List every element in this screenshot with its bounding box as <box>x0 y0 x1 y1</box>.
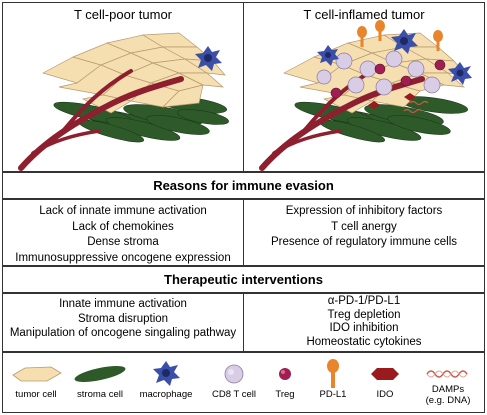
reasons-right-item: Presence of regulatory immune cells <box>271 236 457 248</box>
legend-damps-subtitle: (e.g. DNA) <box>425 395 471 406</box>
blood-vessel <box>18 69 184 171</box>
legend-pd-l1-label: PD-L1 <box>319 389 347 400</box>
pd-l1-icon <box>327 359 339 388</box>
reasons-right-item: Expression of inhibitory factors <box>285 205 443 217</box>
t-cell-poor-panel: T cell-poor tumor <box>2 2 244 172</box>
macrophage-icon <box>153 361 180 386</box>
legend-ido: IDO <box>359 353 411 414</box>
legend-cd8-t-cell: CD8 T cell <box>205 353 263 414</box>
therapy-right-item: α-PD-1/PD-L1 <box>327 295 401 307</box>
legend-pd-l1: PD-L1 <box>309 353 357 414</box>
tumor-cell-icon <box>12 366 62 382</box>
reasons-left-item: Dense stroma <box>87 236 159 248</box>
therapy-right-item: Homeostatic cytokines <box>306 335 422 348</box>
therapy-right-item: IDO inhibition <box>329 322 399 334</box>
therapy-left-item: Stroma disruption <box>77 312 169 325</box>
legend-macrophage: macrophage <box>135 353 197 414</box>
reasons-left-box: Lack of innate immune activation Lack of… <box>2 199 244 266</box>
treg-cells <box>330 59 446 99</box>
ido-icon <box>371 368 399 380</box>
reasons-right-box: Expression of inhibitory factors T cell … <box>243 199 485 266</box>
treg-icon <box>279 368 291 380</box>
pd-l1-markers <box>357 20 443 51</box>
reasons-left-item: Lack of chemokines <box>72 220 174 233</box>
therapy-right-box: α-PD-1/PD-L1 Treg depletion IDO inhibiti… <box>243 293 485 352</box>
macrophage-cell <box>195 46 222 71</box>
legend-tumor-cell-label: tumor cell <box>15 389 57 400</box>
legend-stroma-cell: stroma cell <box>69 353 131 414</box>
stroma-layer <box>53 96 229 143</box>
legend-stroma-cell-label: stroma cell <box>77 389 123 400</box>
legend-treg: Treg <box>265 353 305 414</box>
t-cell-poor-illustration <box>18 32 229 171</box>
reasons-left-item: Immunosuppressive oncogene expression <box>15 251 231 264</box>
therapy-left-box: Innate immune activation Stroma disrupti… <box>2 293 244 352</box>
therapy-left-item: Innate immune activation <box>59 298 187 310</box>
legend: tumor cell stroma cell macrophage CD8 T … <box>2 352 485 413</box>
legend-treg-label: Treg <box>275 389 295 400</box>
dna-icon <box>426 370 468 378</box>
legend-damps-label: DAMPs (e.g. DNA) <box>415 384 481 406</box>
ido-markers <box>368 93 416 109</box>
legend-damps-title: DAMPs <box>431 384 465 395</box>
reasons-left-item: Lack of innate immune activation <box>39 205 207 217</box>
damps-markers <box>403 100 429 114</box>
tumor-layer <box>42 32 226 114</box>
cd8-t-cells <box>316 50 441 96</box>
legend-ido-label: IDO <box>376 389 394 400</box>
t-cell-inflamed-illustration <box>259 20 472 171</box>
legend-tumor-cell: tumor cell <box>7 353 65 414</box>
t-cell-poor-title: T cell-poor tumor <box>73 7 172 22</box>
legend-macrophage-label: macrophage <box>139 389 193 400</box>
legend-cd8-t-cell-label: CD8 T cell <box>212 389 256 400</box>
therapy-right-item: Treg depletion <box>327 308 401 321</box>
t-cell-inflamed-title: T cell-inflamed tumor <box>303 7 425 22</box>
cd8-t-cell-icon <box>224 364 244 384</box>
reasons-header: Reasons for immune evasion <box>2 172 485 199</box>
therapy-left-item: Manipulation of oncogene singaling pathw… <box>9 327 237 339</box>
therapy-header: Therapeutic interventions <box>2 266 485 293</box>
macrophage-cells <box>317 29 472 85</box>
reasons-right-item: T cell anergy <box>331 220 397 233</box>
t-cell-inflamed-panel: T cell-inflamed tumor <box>243 2 485 172</box>
stroma-cell-icon <box>74 366 126 382</box>
legend-damps: DAMPs (e.g. DNA) <box>415 353 481 414</box>
